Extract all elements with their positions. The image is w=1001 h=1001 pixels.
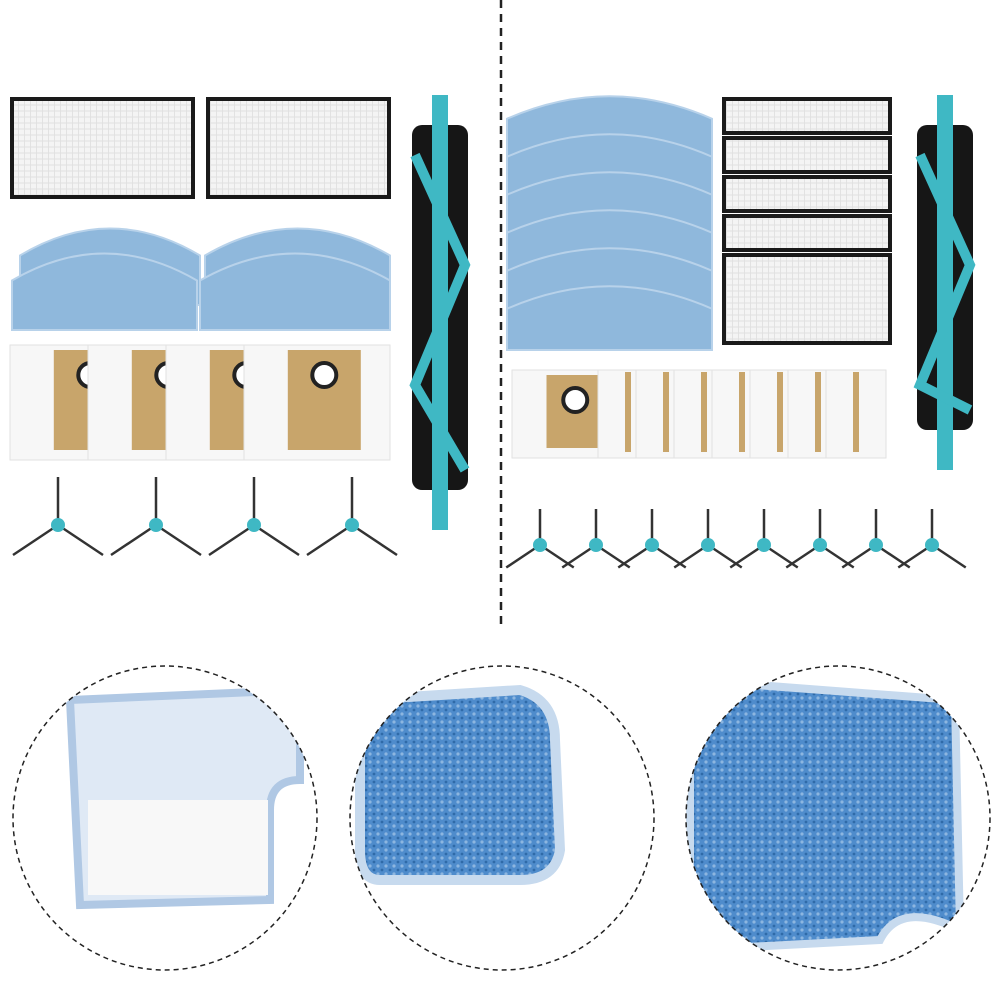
hepa-filter: [206, 97, 391, 199]
hepa-filter: [722, 136, 892, 174]
roller-brush: [409, 95, 471, 530]
side-brush: [897, 509, 967, 569]
bag-edge: [625, 372, 631, 452]
hepa-filter: [10, 97, 195, 199]
side-brush: [785, 509, 855, 569]
hepa-filter: [722, 175, 892, 213]
closeup-velcro: [13, 666, 317, 970]
side-brush: [561, 509, 631, 569]
closeup-circle-2: [349, 665, 655, 971]
mop-pad: [506, 285, 713, 351]
closeup-circle-3: [685, 665, 991, 971]
mop-pad: [11, 252, 198, 331]
side-brush: [12, 477, 104, 557]
roller-brush: [913, 95, 976, 470]
bag-edge: [815, 372, 821, 452]
hepa-filter: [722, 214, 892, 252]
dust-bag: [243, 344, 391, 461]
side-brush: [673, 509, 743, 569]
hepa-filter: [722, 97, 892, 135]
mop-pad: [199, 252, 391, 331]
bag-edge: [777, 372, 783, 452]
bag-edge: [701, 372, 707, 452]
side-brush: [110, 477, 202, 557]
side-brush: [306, 477, 398, 557]
bag-edge: [853, 372, 859, 452]
side-brush: [505, 509, 575, 569]
side-brush: [208, 477, 300, 557]
closeup-corner: [350, 666, 654, 970]
bag-edge: [663, 372, 669, 452]
hepa-filter: [722, 253, 892, 345]
side-brush: [729, 509, 799, 569]
side-brush: [841, 509, 911, 569]
closeup-edge: [686, 666, 990, 970]
closeup-circle-1: [12, 665, 318, 971]
bag-edge: [739, 372, 745, 452]
side-brush: [617, 509, 687, 569]
